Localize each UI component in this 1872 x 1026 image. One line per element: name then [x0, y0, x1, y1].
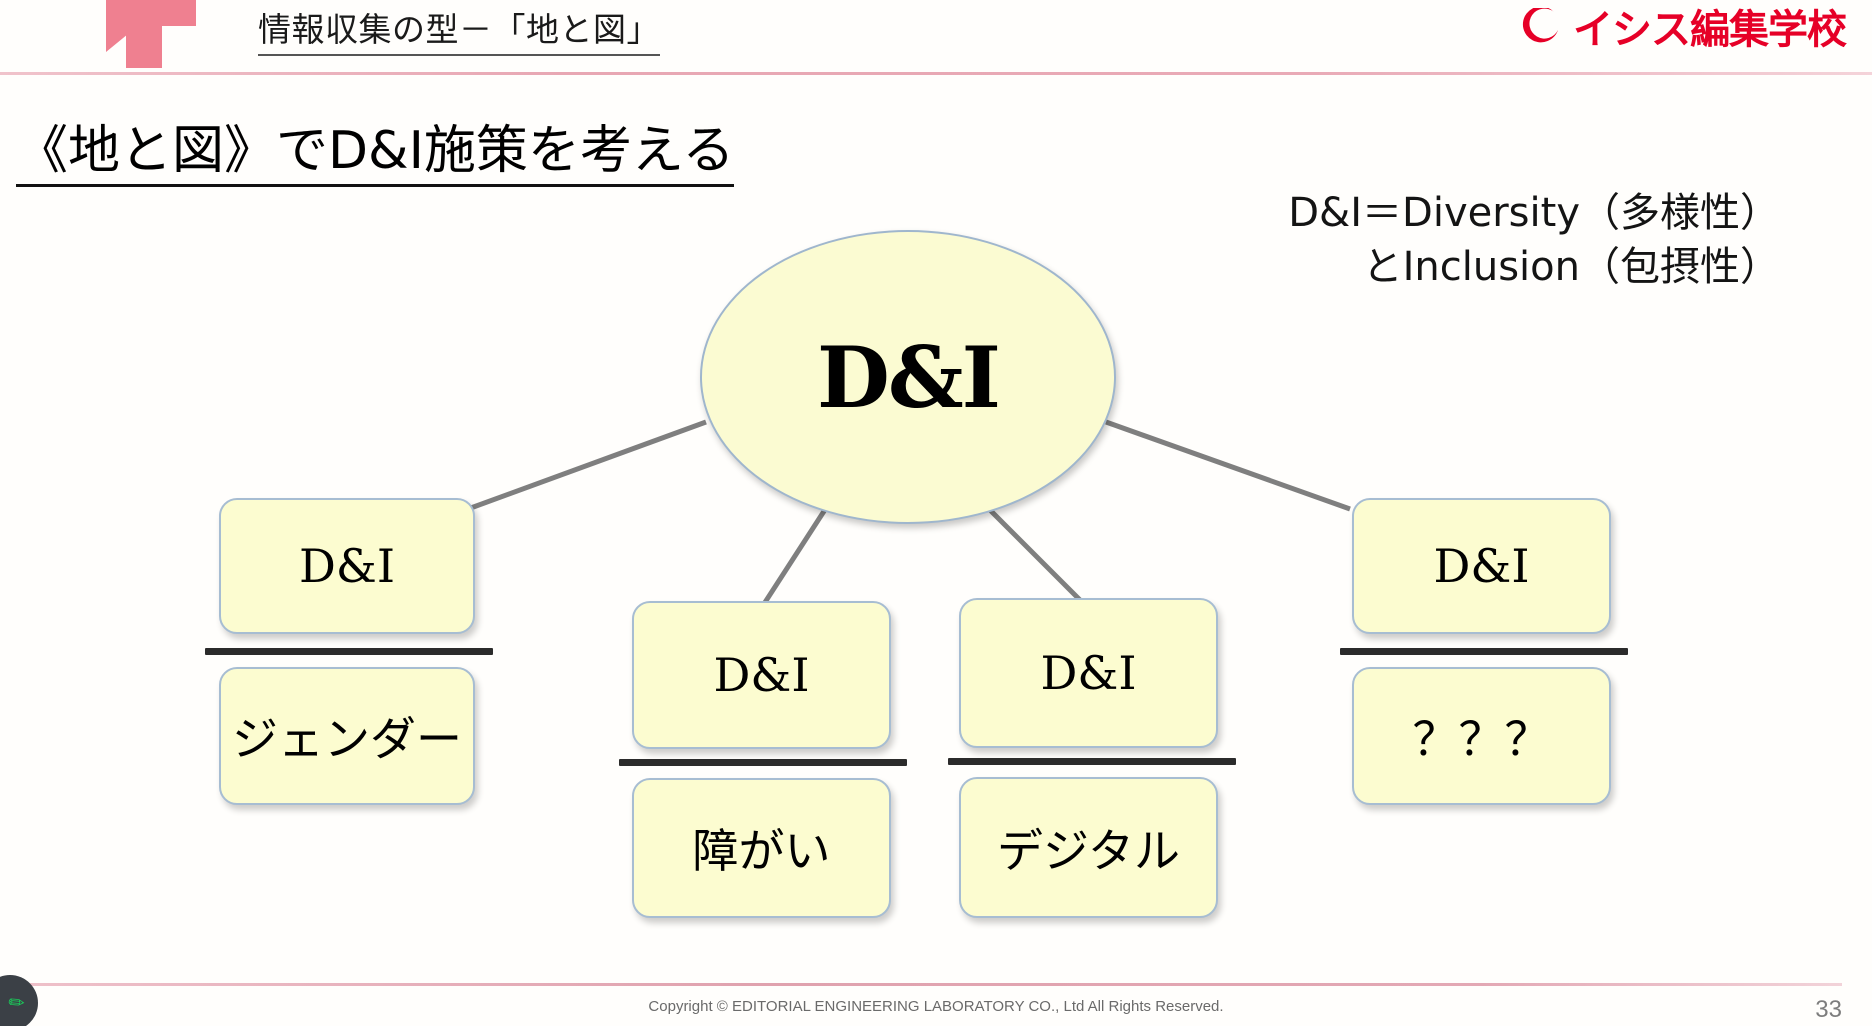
header-title: 情報収集の型－「地と図」 [258, 10, 660, 56]
node-g1-bottom-label: ジェンダー [232, 712, 462, 766]
slide-header: 情報収集の型－「地と図」 イシス編集学校 [0, 0, 1872, 76]
brand-name: イシス編集学校 [1573, 7, 1847, 53]
page-title: 《地と図》でD&I施策を考える [16, 121, 735, 187]
copyright-text: Copyright © EDITORIAL ENGINEERING LABORA… [648, 998, 1224, 1015]
page-number: 33 [1815, 996, 1842, 1023]
pencil-icon: ✎ [3, 989, 31, 1017]
divider-g1 [205, 648, 493, 655]
definition-note: D&I＝Diversity（多様性） とInclusion（包摂性） [1110, 186, 1780, 294]
isis-crescent-icon [1522, 8, 1558, 43]
node-g3-bottom-label: デジタル [996, 823, 1181, 878]
node-g3-bottom[interactable]: デジタル [959, 777, 1218, 918]
node-g4-top[interactable]: D&I [1352, 498, 1611, 634]
definition-note-line2: とInclusion（包摂性） [1362, 244, 1780, 290]
node-g2-top-label: D&I [713, 648, 810, 702]
footer-divider [30, 983, 1842, 986]
connector-center-to-g2 [757, 503, 831, 612]
node-g3-top[interactable]: D&I [959, 598, 1218, 748]
center-node[interactable]: D&I [700, 230, 1116, 524]
definition-note-line1: D&I＝Diversity（多様性） [1288, 190, 1780, 236]
node-g2-top[interactable]: D&I [632, 601, 891, 749]
node-g2-bottom[interactable]: 障がい [632, 778, 891, 918]
center-node-label: D&I [817, 327, 1001, 427]
brand-logo: イシス編集学校 [1521, 7, 1847, 53]
node-g1-top[interactable]: D&I [219, 498, 475, 634]
node-g2-bottom-label: 障がい [692, 824, 831, 878]
node-g4-bottom[interactable]: ？？？ [1352, 667, 1611, 805]
divider-g3 [948, 758, 1236, 765]
connector-center-to-g4 [1105, 419, 1351, 512]
tsukuba-t-logo-icon [106, 0, 196, 68]
divider-g2 [619, 759, 907, 766]
divider-g4 [1340, 648, 1628, 655]
connector-center-to-g1 [467, 419, 707, 512]
node-g1-bottom[interactable]: ジェンダー [219, 667, 475, 805]
header-divider [0, 72, 1872, 75]
node-g1-top-label: D&I [299, 539, 395, 593]
node-g3-top-label: D&I [1040, 646, 1137, 700]
connector-center-to-g3 [983, 503, 1092, 612]
node-g4-top-label: D&I [1433, 539, 1530, 593]
node-g4-bottom-label: ？？？ [1412, 712, 1551, 766]
